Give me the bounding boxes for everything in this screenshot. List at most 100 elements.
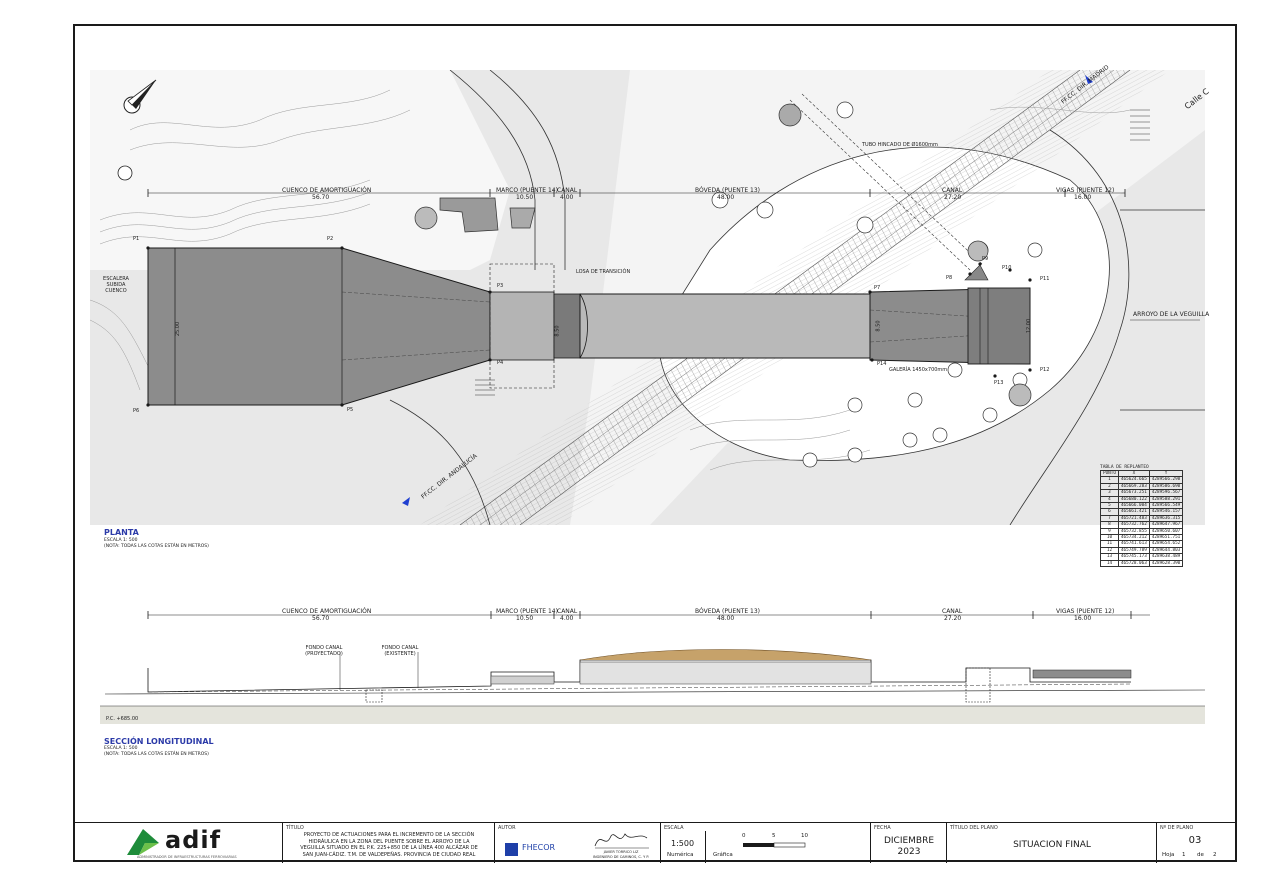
table-cell: 12 xyxy=(1100,546,1119,555)
table-cell: 465624.665 xyxy=(1117,476,1150,484)
num-plano: 03 xyxy=(1188,835,1202,846)
point-label: P2 xyxy=(327,236,334,242)
hoja-number: 1 xyxy=(1182,852,1186,858)
table-cell: 4289650.607 xyxy=(1148,527,1184,536)
table-cell: 465749.789 xyxy=(1117,546,1150,555)
sec-label-vigas: VIGAS (PUENTE 12) xyxy=(1056,608,1115,615)
table-cell: 465669.283 xyxy=(1117,482,1150,491)
table-cell: 1 xyxy=(1100,476,1119,484)
tb-logo-cell: adif ADMINISTRADOR DE INFRAESTRUCTURAS F… xyxy=(73,823,283,863)
fecha-mes: DICIEMBRE xyxy=(883,836,935,846)
seg-label-vigas: VIGAS (PUENTE 12) xyxy=(1056,187,1115,194)
point-label: P8 xyxy=(946,275,953,281)
width-canal-2: 8.50 xyxy=(875,320,882,332)
table-cell: 4289586.690 xyxy=(1148,482,1184,491)
table-cell: 465732.762 xyxy=(1117,521,1150,529)
seg-label-cuenco: CUENCO DE AMORTIGUACIÓN xyxy=(282,187,372,194)
table-cell: 465728.063 xyxy=(1117,559,1150,568)
section-scale: ESCALA 1: 500 xyxy=(104,746,138,751)
scale-tick: 10 xyxy=(801,833,808,839)
seg-length-canal-2: 27.20 xyxy=(944,194,962,201)
table-cell: 465673.251 xyxy=(1117,489,1150,497)
seg-label-canal-2: CANAL xyxy=(942,187,963,194)
seg-label-boveda: BÓVEDA (PUENTE 13) xyxy=(695,187,761,194)
arrow-madrid-icon xyxy=(1085,75,1093,84)
point-label: P14 xyxy=(877,361,887,367)
col-header: PUNTO xyxy=(1100,469,1119,478)
width-cuenco: 25.00 xyxy=(175,321,182,337)
sec-label-canal-2: CANAL xyxy=(942,608,963,615)
boveda-puente-13 xyxy=(579,293,871,359)
title-block: adif ADMINISTRADOR DE INFRAESTRUCTURAS F… xyxy=(73,822,1237,863)
table-cell: 4289651.751 xyxy=(1148,534,1184,542)
seg-length-marco: 10.50 xyxy=(516,194,534,201)
tubo-label: TUBO HINCADO DE Ø1600mm xyxy=(862,142,938,148)
table-cell: 7 xyxy=(1100,514,1119,523)
sec-length-marco: 10.50 xyxy=(516,615,534,622)
seg-length-vigas: 16.00 xyxy=(1074,194,1092,201)
sec-length-vigas: 16.00 xyxy=(1074,615,1092,622)
sec-length-canal-2: 27.20 xyxy=(944,615,962,622)
titulo-plano-head: TÍTULO DEL PLANO xyxy=(950,825,998,831)
titulo-line: SAN JUAN-CÁDIZ. T.M. DE VALDEPEÑAS. PROV… xyxy=(302,851,476,858)
table-cell: 4289638.489 xyxy=(1148,553,1184,561)
titulo-line: HIDRÁULICA EN LA ZONA DEL PUENTE SOBRE E… xyxy=(308,838,470,845)
table-cell: 4289628.390 xyxy=(1148,559,1184,568)
adif-logo-text: adif xyxy=(165,826,222,854)
table-cell: 465661.421 xyxy=(1117,508,1150,516)
fondo-existente-label: FONDO CANAL (EXISTENTE) xyxy=(381,645,419,657)
arroyo-label: ARROYO DE LA VEGUILLA xyxy=(1133,311,1210,318)
galeria-label: GALERÍA 1450x700mm xyxy=(889,367,948,373)
signature-icon xyxy=(594,833,649,849)
point-label: P12 xyxy=(1040,367,1050,373)
losa-label: LOSA DE TRANSICIÓN xyxy=(576,269,631,275)
table-cell: 4289644.803 xyxy=(1148,546,1184,555)
pc-label: P.C. +685.00 xyxy=(106,716,139,722)
plan-title: PLANTA xyxy=(104,528,139,537)
table-cell: 11 xyxy=(1100,540,1119,548)
table-cell: 3 xyxy=(1100,489,1119,497)
well-icon xyxy=(117,165,133,181)
terrain-left xyxy=(90,70,510,270)
tb-titulo-plano-cell: TÍTULO DEL PLANO SITUACION FINAL xyxy=(947,823,1157,863)
sec-length-boveda: 48.00 xyxy=(717,615,735,622)
plan-view xyxy=(90,70,1205,525)
fecha-anio: 2023 xyxy=(897,847,921,857)
titulo-plano: SITUACION FINAL xyxy=(1013,840,1091,850)
escala-head: ESCALA xyxy=(664,825,684,831)
table-cell: 4 xyxy=(1100,495,1119,504)
point-label: P13 xyxy=(994,380,1004,386)
width-vigas: 12.00 xyxy=(1026,318,1033,334)
autor-name: FHECOR xyxy=(522,843,556,852)
vigas-puente-12 xyxy=(967,287,1031,365)
sec-label-canal-1: CANAL xyxy=(557,608,578,615)
section-note: (NOTA: TODAS LAS COTAS ESTÁN EN METROS) xyxy=(104,752,209,757)
table-cell: 465721.483 xyxy=(1117,514,1150,523)
hoja-de: de xyxy=(1197,852,1204,858)
hoja-total: 2 xyxy=(1213,852,1217,858)
table-cell: 465734.212 xyxy=(1117,534,1150,542)
point-markers xyxy=(146,246,1032,407)
point-label: P3 xyxy=(497,283,504,289)
fondo-proyectado-label: FONDO CANAL (PROYECTADO) xyxy=(305,645,343,657)
table-cell: 465680.122 xyxy=(1117,495,1150,504)
escalera-label: ESCALERA SUBIDA CUENCO xyxy=(103,276,129,294)
fhecor-logo-icon xyxy=(505,843,518,856)
sec-length-cuenco: 56.70 xyxy=(312,615,330,622)
table-cell: 10 xyxy=(1100,534,1119,542)
tb-titulo-cell: TÍTULO PROYECTO DE ACTUACIONES PARA EL I… xyxy=(283,823,495,863)
plan-note: (NOTA: TODAS LAS COTAS ESTÁN EN METROS) xyxy=(104,544,209,549)
table-cell: 4289654.652 xyxy=(1148,540,1184,548)
point-label: P4 xyxy=(497,360,504,366)
table-cell: 4289596.567 xyxy=(1148,489,1184,497)
grafica-label: Gráfica xyxy=(713,852,733,858)
table-cell: 4289566.298 xyxy=(1148,476,1184,484)
firma-name: JAVIER TORRICO LIZ xyxy=(603,850,639,854)
